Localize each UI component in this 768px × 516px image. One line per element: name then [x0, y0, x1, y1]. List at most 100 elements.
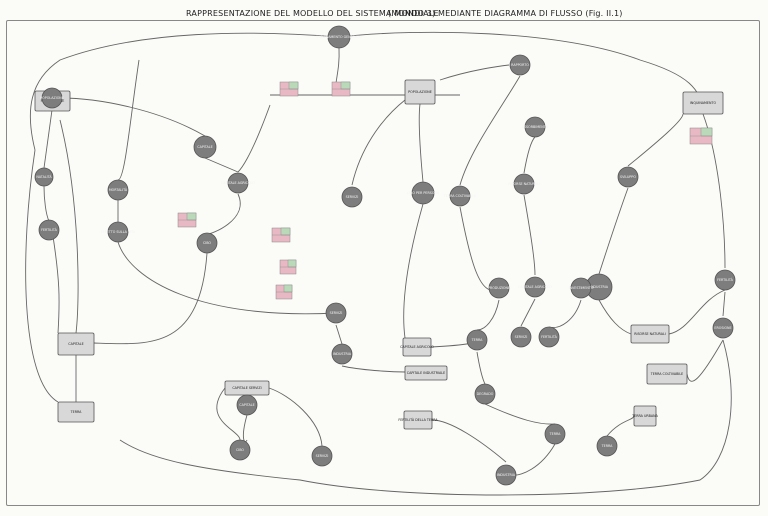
lookup-tables	[177, 81, 713, 300]
node-label: INDUSTRIA	[590, 285, 609, 289]
connection-lines	[25, 31, 732, 496]
node-label: TERRA	[549, 432, 562, 436]
connection-line-13	[523, 136, 536, 174]
rate-node-n-low3: INDUSTRIA	[331, 343, 353, 365]
node-label: CIBO	[203, 241, 211, 245]
rate-node-n-pop-left: POPOLAZIONE	[40, 87, 64, 109]
node-label: INDUSTRIA	[333, 352, 352, 356]
rate-node-n-low4: TERRA	[466, 329, 488, 351]
connection-line-45	[117, 59, 140, 181]
rate-node-n-bot5: TERRA	[596, 435, 618, 457]
connection-line-14	[598, 187, 629, 275]
rate-node-n-low6: FERTILITÀ	[538, 326, 560, 348]
rate-node-n-right1: SVILUPPO	[617, 166, 639, 188]
rate-node-n-inq-centre: INQUINAMENTO GENERATO	[316, 25, 362, 49]
node-label: TERRA	[471, 338, 484, 342]
connection-line-25	[335, 324, 343, 345]
node-label: ASSORBIMENTO	[522, 125, 549, 129]
level-box-l-pop-top: POPOLAZIONE	[404, 79, 436, 105]
level-label: CAPITALE AGRICOLO	[400, 345, 434, 349]
node-label: CAPITALE	[239, 403, 254, 407]
level-box-l-terra: TERRA COLTIVABILE	[646, 363, 688, 385]
level-label: TERRA	[70, 410, 83, 414]
rate-node-n-capitale: CAPITALE	[193, 135, 217, 159]
connection-line-22	[476, 351, 486, 385]
connection-line-6	[59, 97, 206, 137]
rate-node-n-cibo: CIBO PER PERSONA	[407, 181, 440, 205]
level-label: RISORSE NATURALI	[634, 332, 666, 336]
node-label: TERRA	[601, 444, 614, 448]
connection-line-46	[439, 64, 510, 81]
rate-node-n-mid2: CAPITALE AGRICOLO	[518, 276, 552, 298]
connection-line-4	[43, 185, 50, 222]
diagram-title-left: RAPPRESENTAZIONE DEL MODELLO DEL SISTEMA…	[186, 9, 439, 18]
connection-line-40	[598, 299, 632, 335]
level-label: CAPITALE SERVIZI	[232, 386, 261, 390]
node-label: DEGRADO	[477, 392, 494, 396]
connection-line-30	[606, 415, 635, 437]
level-box-l-inquinamento: INQUINAMENTO	[682, 91, 724, 115]
level-box-l-cap-ind: CAPITALE INDUSTRIALE	[404, 365, 448, 381]
rate-node-n-bot1: CIBO	[229, 439, 251, 461]
rate-node-n-mort: MORTALITÀ	[107, 179, 129, 201]
level-label: CAPITALE INDUSTRIALE	[407, 371, 445, 375]
node-label: INQUINAMENTO GENERATO	[316, 35, 362, 39]
connection-line-34	[51, 229, 60, 334]
rate-node-n-nat: NATALITÀ	[34, 167, 54, 187]
level-box-l-capitale-low: CAPITALE	[57, 332, 95, 356]
connection-line-10	[351, 99, 406, 186]
rate-node-n-inq-assorb: ASSORBIMENTO	[522, 116, 549, 138]
level-box-l-risorse: RISORSE NATURALI	[630, 324, 670, 344]
level-box-l-fertil: FERTILITÀ DELLA TERRA	[398, 410, 438, 430]
lookup-table-4	[177, 212, 197, 228]
connection-line-36	[403, 203, 424, 339]
rate-node-n-low7: DEGRADO	[474, 383, 496, 405]
rate-node-n-low1: CIBO	[196, 232, 218, 254]
node-label: PRODUZIONE	[488, 286, 510, 290]
node-label: SERVIZI	[330, 311, 343, 315]
lookup-table-2	[331, 81, 351, 97]
rate-node-n-eff-vita: EFFETTO SULLA VITA	[101, 221, 136, 243]
node-label: CAPITALE	[197, 145, 212, 149]
connection-line-8	[206, 193, 241, 235]
lookup-table-6	[279, 259, 297, 275]
connection-line-21	[548, 299, 582, 328]
node-label: RISORSE NATURALI	[508, 182, 540, 186]
rate-node-n-fertil: FERTILITÀ	[38, 219, 60, 241]
node-label: SERVIZI	[346, 195, 359, 199]
node-label: FERTILITÀ	[41, 227, 58, 232]
connection-line-15	[627, 113, 684, 167]
connection-line-37	[459, 206, 500, 291]
connection-line-33	[93, 252, 208, 345]
node-label: SVILUPPO	[620, 175, 636, 179]
level-box-l-cap-serv: CAPITALE SERVIZI	[224, 380, 270, 396]
node-label: FERTILITÀ	[717, 277, 734, 282]
connection-line-26	[341, 365, 406, 373]
node-label: SERVIZI	[316, 454, 329, 458]
connection-line-29	[268, 387, 323, 447]
connection-line-11	[418, 103, 424, 183]
level-label: FERTILITÀ DELLA TERRA	[398, 417, 438, 422]
rate-nodes: INQUINAMENTO GENERATO RAPPORTO POPOLAZIONE…	[34, 25, 736, 486]
connection-line-20	[520, 298, 536, 327]
node-label: FERTILITÀ	[541, 334, 558, 339]
connection-line-1	[29, 32, 340, 151]
rate-node-n-cap-agr: CAPITALE AGRICOLO	[221, 172, 255, 194]
rate-node-n-mid3: INVESTIMENTO	[569, 277, 594, 299]
connection-line-39	[668, 289, 726, 335]
node-label: MORTALITÀ	[109, 187, 128, 192]
node-label: EFFETTO SULLA VITA	[101, 230, 136, 234]
lookup-table-5	[271, 227, 291, 243]
level-label: TERRA URBANA	[631, 414, 659, 418]
node-label: POPOLAZIONE	[40, 96, 64, 100]
node-label: RAPPORTO	[511, 63, 529, 67]
connection-line-41	[431, 419, 507, 463]
rate-node-n-servizi: SERVIZI	[341, 186, 363, 208]
node-label: EROSIONE	[714, 326, 731, 330]
rate-node-n-low2: SERVIZI	[325, 302, 347, 324]
rate-node-n-rate-top: RAPPORTO	[509, 54, 531, 76]
rate-node-n-risorse: RISORSE NATURALI	[508, 173, 540, 195]
connection-line-2	[338, 31, 704, 111]
rate-node-n-right3: EROSIONE	[712, 317, 734, 339]
